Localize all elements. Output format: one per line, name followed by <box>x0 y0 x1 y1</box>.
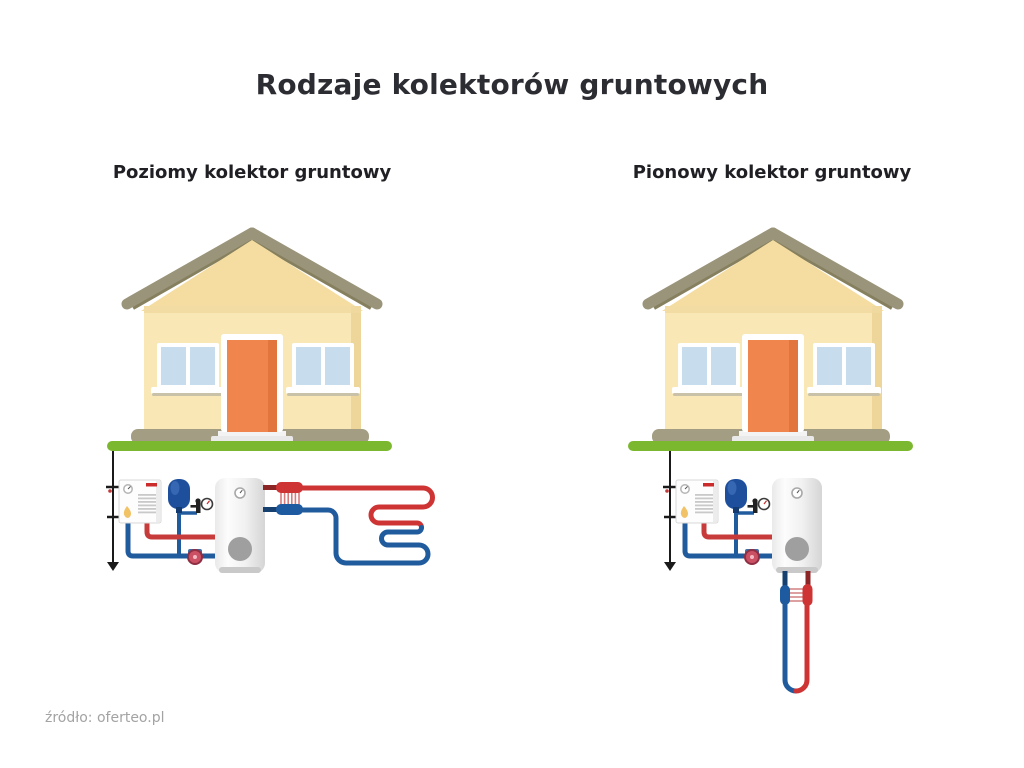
heading-vertical-collector: Pionowy kolektor gruntowy <box>632 162 912 183</box>
heat-pump-system-right <box>663 451 822 573</box>
diagram-vertical-collector <box>628 233 913 694</box>
house-illustration-right <box>628 233 913 451</box>
heading-horizontal-collector: Poziomy kolektor gruntowy <box>112 162 392 183</box>
horizontal-ground-loop <box>263 482 435 566</box>
heat-pump-system-left <box>106 451 265 573</box>
house-illustration-left <box>107 233 392 451</box>
page-title: Rodzaje kolektorów gruntowych <box>255 68 769 101</box>
diagram-horizontal-collector <box>106 233 435 573</box>
vertical-ground-loop <box>780 571 813 694</box>
source-credit: źródło: oferteo.pl <box>45 710 165 726</box>
